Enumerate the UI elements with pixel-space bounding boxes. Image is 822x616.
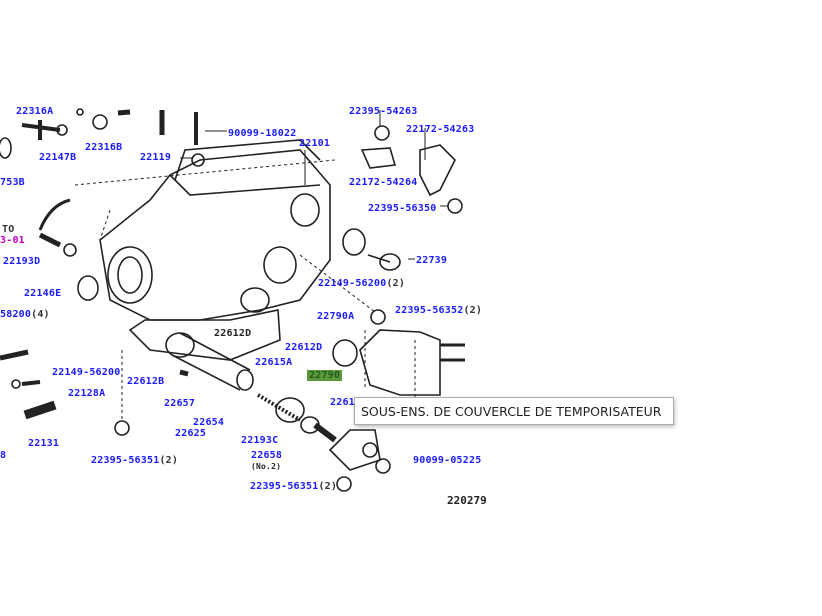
quantity: (2) (318, 481, 338, 492)
part-label[interactable]: 22654 (193, 417, 225, 428)
part-label[interactable]: 753B (0, 177, 25, 188)
part-label[interactable]: 22149-56200(2) (318, 278, 405, 289)
part-label[interactable]: 22193C (241, 435, 279, 446)
part-label[interactable]: 22395-56351(2) (91, 455, 178, 466)
part-note: (No.2) (251, 462, 282, 471)
part-label-highlighted[interactable]: 22790 (307, 370, 343, 381)
part-label[interactable]: 22193D (3, 256, 41, 267)
part-label[interactable]: 22131 (28, 438, 60, 449)
part-label[interactable]: 22172-54263 (406, 124, 475, 135)
quantity: (2) (386, 278, 406, 289)
part-label[interactable]: 22395-56350 (368, 203, 437, 214)
quantity: (2) (463, 305, 483, 316)
part-label[interactable]: 22615A (255, 357, 293, 368)
part-label[interactable]: 22395-56352(2) (395, 305, 482, 316)
part-number: 22395-56351 (250, 481, 319, 492)
reference-link[interactable]: 3-01 (0, 235, 25, 246)
part-label[interactable]: 2261 (330, 397, 355, 408)
part-label[interactable]: 22316B (85, 142, 123, 153)
part-label[interactable]: 22146E (24, 288, 62, 299)
part-number: 22149-56200 (318, 278, 387, 289)
quantity: (2) (159, 455, 179, 466)
part-label[interactable]: 22657 (164, 398, 196, 409)
part-label[interactable]: 22147B (39, 152, 77, 163)
housing-22101 (99, 149, 331, 321)
figure-number: 220279 (447, 494, 487, 507)
part-label[interactable]: 22119 (140, 152, 172, 163)
part-label[interactable]: 22316A (16, 106, 54, 117)
part-label[interactable]: 22790A (317, 311, 355, 322)
part-number: 22395-56352 (395, 305, 464, 316)
part-label[interactable]: 22128A (68, 388, 106, 399)
part-tooltip: SOUS-ENS. DE COUVERCLE DE TEMPORISATEUR (354, 397, 674, 425)
part-label[interactable]: 22612D (214, 328, 252, 339)
part-label[interactable]: 22658 (251, 450, 283, 461)
part-label[interactable]: 22395-56351(2) (250, 481, 337, 492)
part-number: 22395-56351 (91, 455, 160, 466)
part-number: 58200 (0, 309, 32, 320)
part-label[interactable]: 58200(4) (0, 309, 50, 320)
part-label[interactable]: 8 (0, 450, 7, 461)
part-label[interactable]: 22739 (416, 255, 448, 266)
part-label[interactable]: 22172-54264 (349, 177, 418, 188)
part-label[interactable]: 22395-54263 (349, 106, 418, 117)
part-label[interactable]: 22101 (299, 138, 331, 149)
to-label: TO (2, 224, 15, 235)
quantity: (4) (31, 309, 50, 320)
part-label[interactable]: 90099-05225 (413, 455, 482, 466)
part-label[interactable]: 22149-56200 (52, 367, 121, 378)
part-label[interactable]: 90099-18022 (228, 128, 297, 139)
part-label[interactable]: 22612B (127, 376, 165, 387)
part-label[interactable]: 22612D (285, 342, 323, 353)
part-label[interactable]: 22625 (175, 428, 207, 439)
